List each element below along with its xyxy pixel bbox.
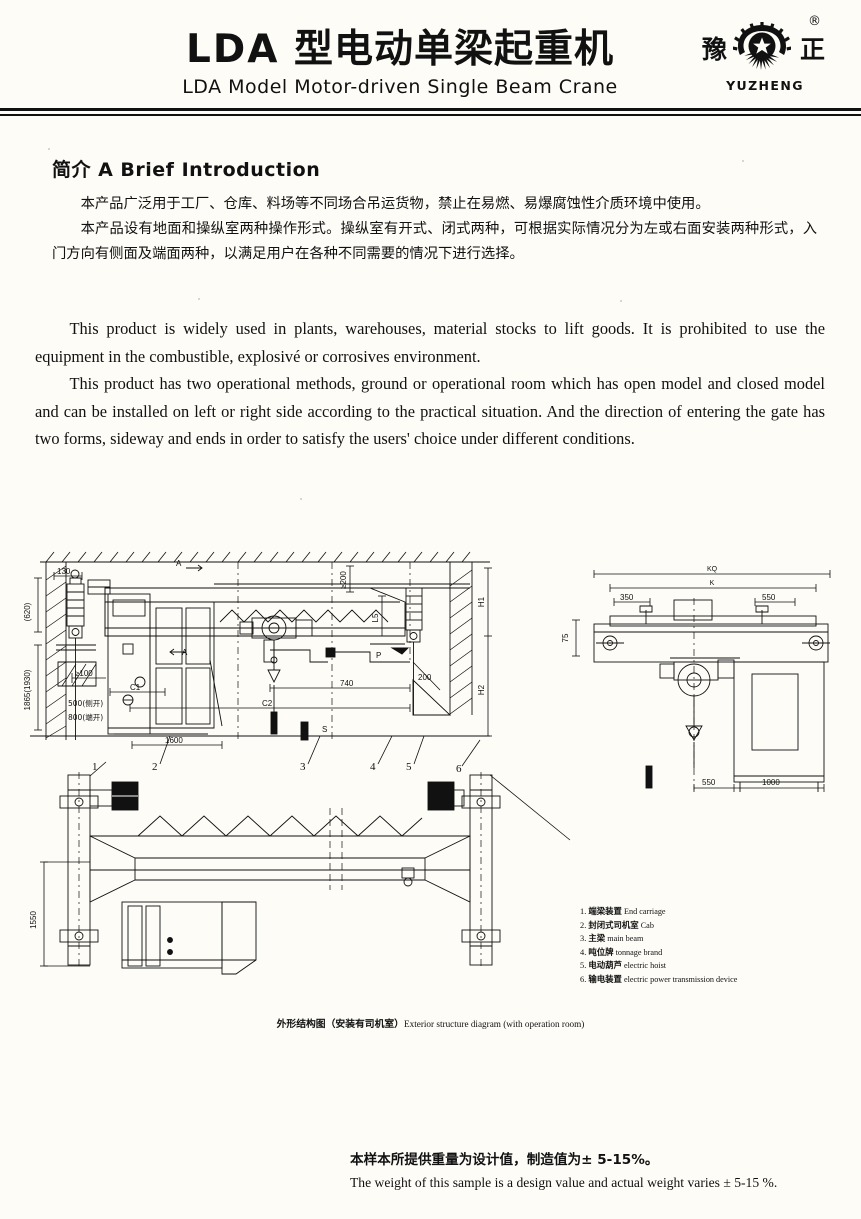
callout-4: 4 bbox=[370, 761, 376, 773]
dim-label-620: (620) bbox=[23, 602, 32, 621]
intro-en-paragraph-2: This product has two operational methods… bbox=[35, 374, 825, 448]
legend-item-3: 3. 主梁 main beam bbox=[580, 932, 850, 946]
section-heading-introduction: 简介 A Brief Introduction bbox=[52, 159, 321, 181]
legend-item-5-chinese: 电动葫芦 bbox=[588, 960, 622, 971]
drawing-caption-chinese: 外形结构图（安装有司机室） bbox=[276, 1019, 404, 1030]
dim-label-1550: 1550 bbox=[29, 911, 38, 929]
legend-item-2-number: 2. bbox=[580, 920, 587, 930]
legend-item-5-english: electric hoist bbox=[623, 961, 667, 971]
dim-label-s: S bbox=[322, 725, 327, 734]
dim-label-c1: C1 bbox=[130, 683, 141, 692]
drawing-svg: 130 (620) 1865(1930) ≥100 C1 500(侧开) 800… bbox=[23, 551, 831, 975]
logo-char-right: 正 bbox=[800, 35, 826, 64]
callout-1: 1 bbox=[92, 761, 98, 773]
legend-item-3-number: 3. bbox=[580, 934, 587, 944]
scan-speck bbox=[198, 298, 200, 300]
legend-item-5-number: 5. bbox=[580, 961, 587, 971]
dim-label-l5: L5 bbox=[371, 613, 380, 622]
dim-label-500-side-open: 500(侧开) bbox=[68, 698, 103, 708]
legend-item-6-chinese: 输电装置 bbox=[588, 973, 622, 984]
dim-label-kq: KQ bbox=[707, 566, 718, 573]
legend-item-2-english: Cab bbox=[640, 920, 654, 930]
legend-item-6-number: 6. bbox=[580, 974, 587, 984]
dim-label-1000: 1000 bbox=[762, 778, 780, 787]
page-title-chinese-text: 型电动单梁起重机 bbox=[293, 27, 614, 72]
legend-item-2: 2. 封闭式司机室 Cab bbox=[580, 919, 850, 933]
section-mark-a-bottom: A bbox=[182, 648, 188, 657]
dim-label-75: 75 bbox=[561, 633, 570, 642]
legend-item-5: 5. 电动葫芦 electric hoist bbox=[580, 959, 850, 973]
scan-speck bbox=[300, 498, 302, 500]
registered-trademark-icon: ® bbox=[808, 14, 821, 29]
dim-label-c2: C2 bbox=[262, 699, 273, 708]
legend-item-4-number: 4. bbox=[580, 947, 587, 957]
page-header: LDA 型电动单梁起重机 LDA Model Motor-driven Sing… bbox=[0, 0, 861, 108]
header-divider-thin bbox=[0, 114, 861, 116]
intro-en-paragraph-1: This product is widely used in plants, w… bbox=[35, 319, 825, 366]
scan-speck bbox=[742, 160, 744, 162]
callout-6: 6 bbox=[456, 763, 462, 775]
legend-item-4-english: tonnage brand bbox=[615, 947, 663, 957]
gear-starburst-logo-icon bbox=[732, 22, 792, 74]
section-mark-a-top: A bbox=[176, 559, 182, 568]
dim-label-1600: 1600 bbox=[165, 736, 183, 745]
dim-label-200: 200 bbox=[418, 673, 432, 682]
logo-brand-name: YUZHENG bbox=[726, 78, 804, 93]
callout-3: 3 bbox=[300, 761, 306, 773]
header-divider-thick bbox=[0, 108, 861, 111]
drawing-caption-english: Exterior structure diagram (with operati… bbox=[403, 1019, 585, 1029]
dim-label-800-end-open: 800(端开) bbox=[68, 712, 103, 722]
dim-label-1865: 1865(1930) bbox=[23, 669, 32, 710]
legend-item-4-chinese: 吨位牌 bbox=[588, 946, 614, 957]
dim-label-550-bottom: 550 bbox=[702, 778, 716, 787]
legend-item-4: 4. 吨位牌 tonnage brand bbox=[580, 946, 850, 960]
legend-item-1-english: End carriage bbox=[623, 907, 666, 916]
dim-label-min-200: ≥200 bbox=[339, 571, 348, 589]
page-title-english: LDA Model Motor-driven Single Beam Crane bbox=[182, 76, 618, 98]
legend-item-1-number: 1. bbox=[580, 907, 587, 916]
dim-label-h2: H2 bbox=[477, 684, 486, 695]
legend-item-6: 6. 输电装置 electric power transmission devi… bbox=[580, 973, 850, 987]
intro-cn-paragraph-1: 本产品广泛用于工厂、仓库、料场等不同场合吊运货物，禁止在易燃、易爆腐蚀性介质环境… bbox=[80, 196, 710, 212]
legend-item-2-chinese: 封闭式司机室 bbox=[588, 919, 639, 930]
intro-chinese-body: 本产品广泛用于工厂、仓库、料场等不同场合吊运货物，禁止在易燃、易爆腐蚀性介质环境… bbox=[52, 192, 817, 267]
callout-2: 2 bbox=[152, 761, 158, 773]
brand-logo: 豫 正 ® bbox=[700, 14, 830, 98]
technical-drawing: 130 (620) 1865(1930) ≥100 C1 500(侧开) 800… bbox=[10, 540, 855, 1040]
dim-label-min-100: ≥100 bbox=[75, 669, 93, 678]
logo-graphic-row: 豫 正 ® bbox=[700, 14, 830, 76]
intro-cn-paragraph-2: 本产品设有地面和操纵室两种操作形式。操纵室有开式、闭式两种，可根据实际情况分为左… bbox=[52, 221, 817, 262]
dim-label-p: P bbox=[376, 651, 381, 660]
dim-label-350: 350 bbox=[620, 593, 634, 602]
dim-label-740: 740 bbox=[340, 679, 354, 688]
legend-item-6-english: electric power transmission device bbox=[623, 974, 738, 984]
callout-5: 5 bbox=[406, 761, 412, 773]
legend-item-1: 1. 端梁装置 End carriage bbox=[580, 905, 850, 919]
page-title-model-code: LDA bbox=[185, 27, 280, 72]
dim-label-k: K bbox=[710, 580, 715, 587]
footer-note-english: The weight of this sample is a design va… bbox=[350, 1175, 778, 1190]
scan-speck bbox=[620, 300, 622, 302]
legend-item-3-chinese: 主梁 bbox=[588, 933, 606, 944]
page-footer: 本样本所提供重量为设计值，制造值为± 5-15%。 The weight of … bbox=[350, 1148, 850, 1191]
drawing-caption: 外形结构图（安装有司机室）Exterior structure diagram … bbox=[0, 1016, 861, 1030]
legend-item-3-english: main beam bbox=[607, 934, 644, 944]
logo-char-left: 豫 bbox=[702, 35, 728, 64]
legend-item-1-chinese: 端梁装置 bbox=[588, 906, 622, 916]
dim-label-550-top: 550 bbox=[762, 593, 776, 602]
footer-note-chinese: 本样本所提供重量为设计值，制造值为± 5-15%。 bbox=[350, 1152, 659, 1168]
dim-label-h1: H1 bbox=[477, 596, 486, 607]
page-title-chinese: LDA 型电动单梁起重机 bbox=[120, 18, 680, 74]
intro-english-body: This product is widely used in plants, w… bbox=[35, 315, 825, 453]
dim-label-130: 130 bbox=[57, 567, 71, 576]
drawing-legend: 1. 端梁装置 End carriage 2. 封闭式司机室 Cab 3. 主梁… bbox=[580, 905, 850, 987]
scan-speck bbox=[48, 148, 50, 150]
